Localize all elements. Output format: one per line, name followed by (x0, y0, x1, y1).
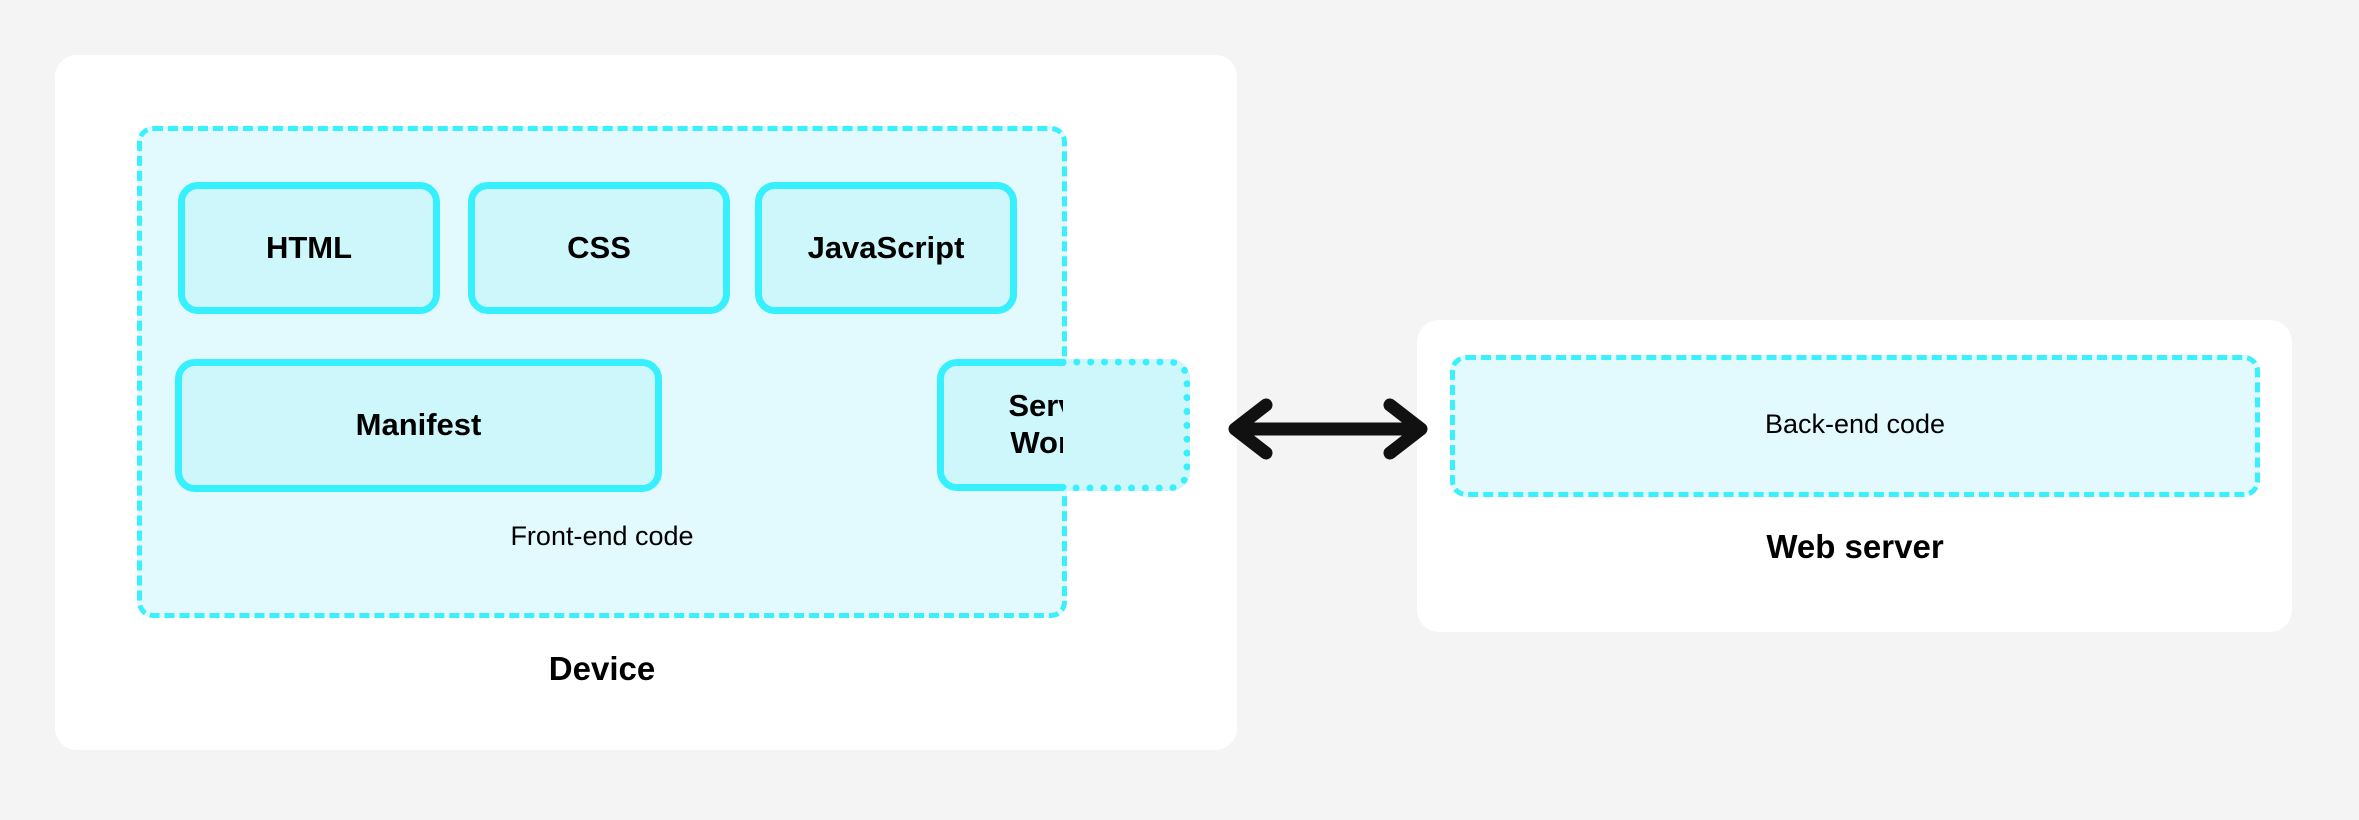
frontend-code-label: Front-end code (510, 521, 694, 551)
component-box-css[interactable]: CSS (468, 182, 730, 314)
web-server-panel-title: Web server (1766, 528, 1944, 565)
double-arrow-icon (1222, 398, 1434, 460)
component-label-html: HTML (265, 229, 353, 265)
component-label-css: CSS (567, 229, 631, 265)
component-box-html[interactable]: HTML (178, 182, 440, 314)
backend-code-region (1450, 355, 2260, 497)
backend-code-label: Back-end code (1764, 409, 1946, 439)
component-box-manifest[interactable]: Manifest (175, 359, 662, 492)
device-panel-title: Device (548, 650, 656, 687)
component-box-javascript[interactable]: JavaScript (755, 182, 1017, 314)
component-label-javascript: JavaScript (807, 229, 965, 265)
service-worker-dotted-extension (1063, 359, 1190, 491)
component-label-manifest: Manifest (355, 407, 482, 443)
